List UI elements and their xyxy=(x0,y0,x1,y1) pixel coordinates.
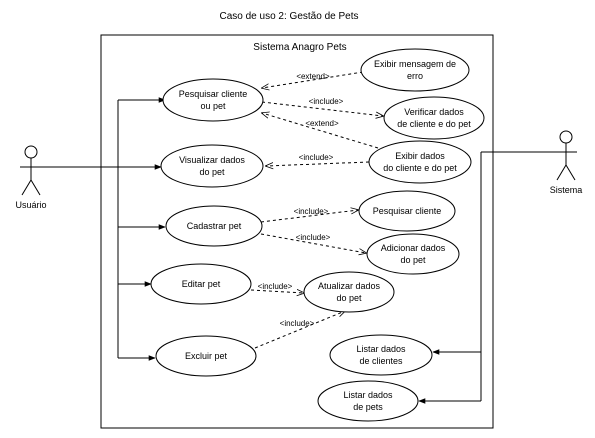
svg-text:Editar pet: Editar pet xyxy=(182,279,221,289)
svg-text:do pet: do pet xyxy=(400,255,426,265)
use-case-exibir-dados[interactable]: Exibir dados do cliente e do pet xyxy=(368,140,472,184)
use-case-editar-pet[interactable]: Editar pet xyxy=(150,263,252,305)
relation-include-label: <include> xyxy=(299,153,334,162)
use-case-cadastrar-pet[interactable]: Cadastrar pet xyxy=(165,205,263,247)
svg-text:de cliente e do pet: de cliente e do pet xyxy=(397,119,471,129)
svg-text:Visualizar dados: Visualizar dados xyxy=(179,155,245,165)
use-case-pesquisar-cliente-pet[interactable]: Pesquisar cliente ou pet xyxy=(162,78,264,122)
svg-text:Exibir dados: Exibir dados xyxy=(395,151,445,161)
use-case-visualizar-dados-pet[interactable]: Visualizar dados do pet xyxy=(160,144,264,188)
relation-include-label: <include> xyxy=(258,282,293,291)
svg-text:Pesquisar cliente: Pesquisar cliente xyxy=(179,89,248,99)
use-case-verificar-dados[interactable]: Verificar dados de cliente e do pet xyxy=(383,96,485,140)
svg-text:Excluir pet: Excluir pet xyxy=(185,351,228,361)
system-boundary xyxy=(100,34,494,429)
svg-text:erro: erro xyxy=(407,71,423,81)
relation-include-label: <include> xyxy=(280,319,315,328)
use-case-listar-dados-clientes[interactable]: Listar dados de clientes xyxy=(329,334,433,376)
usuario-associations xyxy=(42,97,166,361)
svg-text:Verificar dados: Verificar dados xyxy=(404,107,464,117)
svg-text:de clientes: de clientes xyxy=(359,356,403,366)
diagram-title: Caso de uso 2: Gestão de Pets xyxy=(220,11,359,22)
svg-text:Atualizar dados: Atualizar dados xyxy=(318,281,381,291)
relation-include-label: <include> xyxy=(294,207,329,216)
use-case-adicionar-dados-pet[interactable]: Adicionar dados do pet xyxy=(366,233,460,275)
use-case-pesquisar-cliente[interactable]: Pesquisar cliente xyxy=(358,190,456,232)
svg-text:do cliente e do pet: do cliente e do pet xyxy=(383,163,457,173)
svg-text:do pet: do pet xyxy=(336,293,362,303)
actor-sistema-icon xyxy=(555,130,577,181)
relation-extend-label: <extend> xyxy=(296,72,330,81)
svg-text:Exibir mensagem de: Exibir mensagem de xyxy=(374,59,456,69)
dependencies xyxy=(250,71,383,349)
use-case-excluir-pet[interactable]: Excluir pet xyxy=(155,335,257,377)
svg-text:de pets: de pets xyxy=(353,402,383,412)
actor-sistema-label: Sistema xyxy=(550,185,583,195)
use-case-exibir-mensagem-erro[interactable]: Exibir mensagem de erro xyxy=(360,48,470,92)
svg-text:Adicionar dados: Adicionar dados xyxy=(381,243,446,253)
relation-include-label: <include> xyxy=(296,233,331,242)
svg-text:do pet: do pet xyxy=(199,167,225,177)
system-title: Sistema Anagro Pets xyxy=(253,42,346,53)
svg-text:Listar dados: Listar dados xyxy=(356,344,406,354)
svg-text:ou pet: ou pet xyxy=(200,101,226,111)
actor-usuario-label: Usuário xyxy=(15,200,46,210)
relation-include-label: <include> xyxy=(309,97,344,106)
use-case-atualizar-dados-pet[interactable]: Atualizar dados do pet xyxy=(303,271,395,313)
actor-usuario-icon xyxy=(20,145,42,196)
sistema-associations xyxy=(418,151,555,404)
svg-text:Listar dados: Listar dados xyxy=(343,390,393,400)
use-case-listar-dados-pets[interactable]: Listar dados de pets xyxy=(317,380,419,422)
svg-text:Cadastrar pet: Cadastrar pet xyxy=(187,221,242,231)
svg-text:Pesquisar cliente: Pesquisar cliente xyxy=(373,206,442,216)
relation-extend-label: <extend> xyxy=(305,119,339,128)
